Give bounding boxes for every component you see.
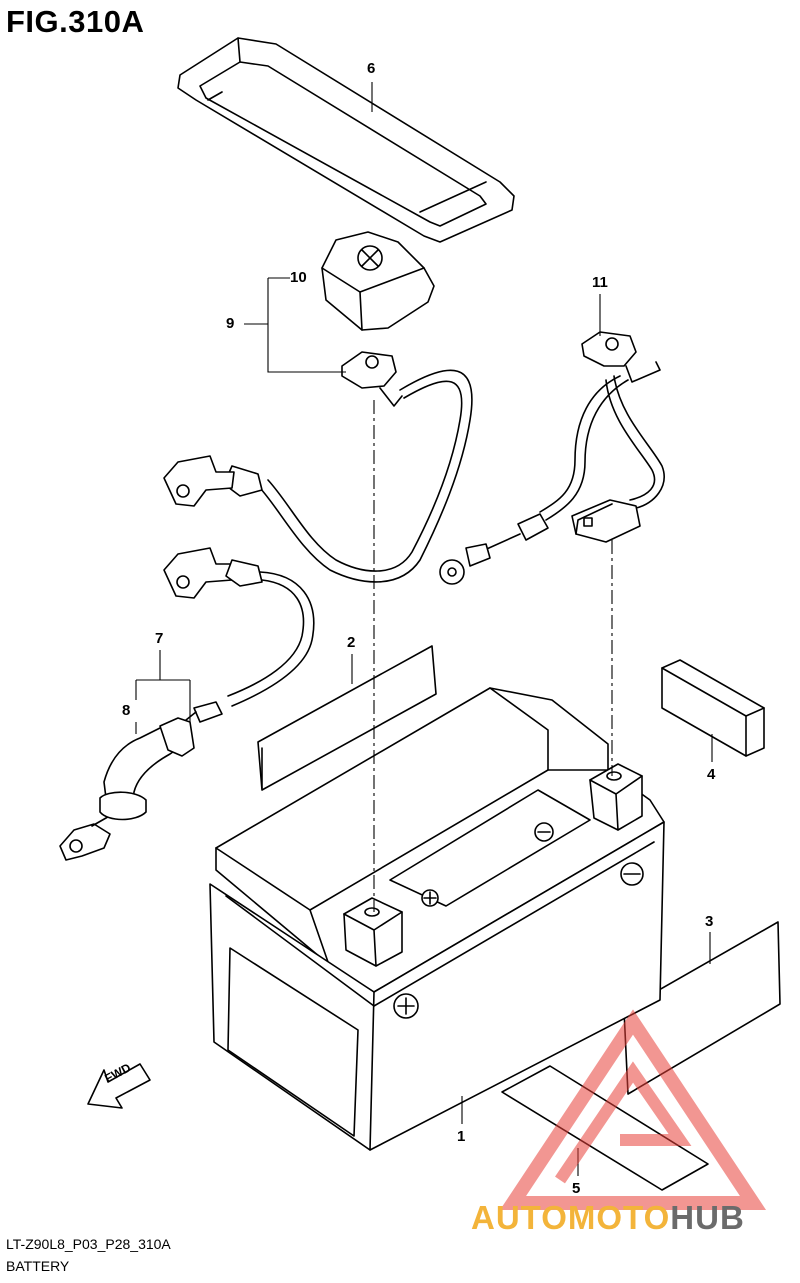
watermark-text-a: AUTOMOTO	[471, 1199, 671, 1236]
callout-4: 4	[707, 766, 716, 783]
footer-caption: BATTERY	[6, 1258, 70, 1274]
watermark-logo-icon	[499, 1009, 767, 1210]
leader-lines	[135, 82, 713, 1176]
pad-sheet-part-5[interactable]	[501, 1065, 709, 1191]
watermark-text: AUTOMOTOHUB	[471, 1199, 745, 1237]
watermark-text-b: HUB	[670, 1199, 745, 1236]
figure-title: FIG.310A	[6, 4, 145, 39]
battery-part-1[interactable]	[209, 687, 665, 1151]
callout-8: 8	[122, 702, 131, 719]
battery-strap-part-6[interactable]	[177, 37, 515, 243]
callout-5: 5	[572, 1180, 581, 1197]
negative-cable-part-7[interactable]	[59, 547, 315, 861]
footer-figure-code: LT-Z90L8_P03_P28_310A	[6, 1236, 171, 1252]
callout-1: 1	[457, 1128, 466, 1145]
sub-cable-part-11[interactable]	[439, 331, 665, 585]
callout-2: 2	[347, 634, 356, 651]
pad-part-4[interactable]	[661, 659, 765, 757]
callout-10: 10	[290, 269, 307, 286]
terminal-boot-part-8[interactable]	[99, 717, 195, 821]
callout-7: 7	[155, 630, 164, 647]
callout-11: 11	[592, 274, 608, 291]
terminal-cap-part-10[interactable]	[321, 231, 435, 331]
positive-cable-part-9[interactable]	[163, 351, 473, 583]
callout-9: 9	[226, 315, 235, 332]
fwd-arrow-icon	[87, 1063, 151, 1109]
sheet-part-3[interactable]	[623, 921, 781, 1095]
callout-6: 6	[367, 60, 376, 77]
callout-3: 3	[705, 913, 714, 930]
